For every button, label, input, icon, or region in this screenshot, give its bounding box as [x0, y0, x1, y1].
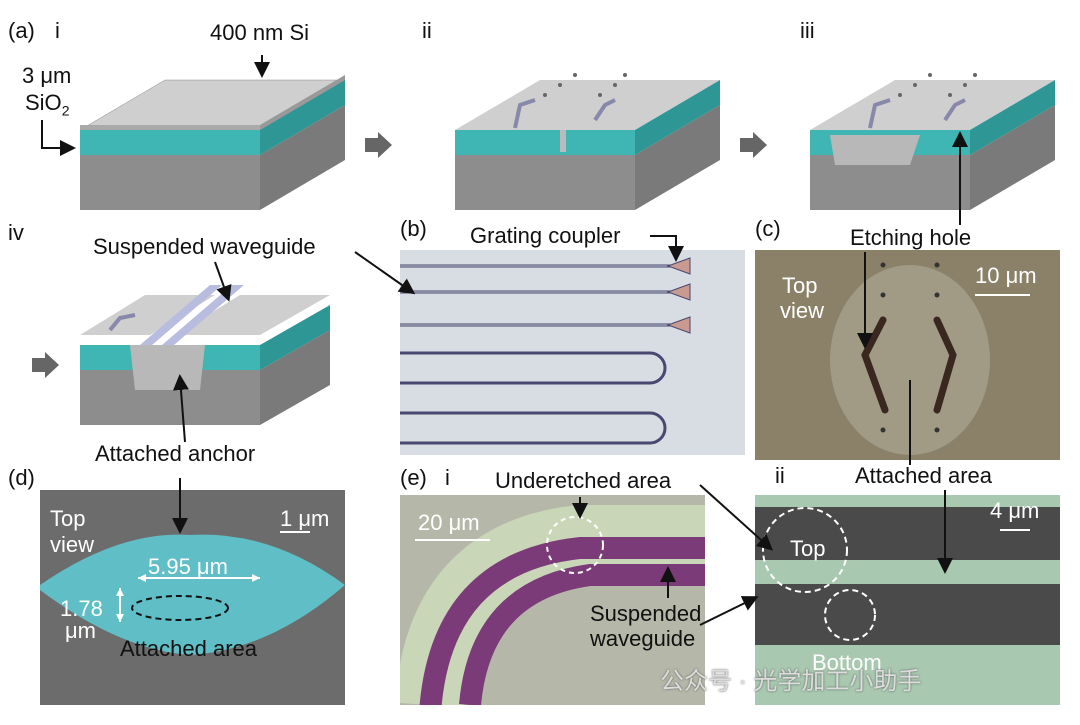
- step-ii: ii: [422, 18, 432, 43]
- panel-c-image: [755, 250, 1060, 460]
- e-i-label: i: [445, 465, 450, 490]
- panel-a-label: (a): [8, 18, 35, 43]
- panel-e-ii-image: [755, 495, 1060, 705]
- panel-b-image: [400, 250, 745, 455]
- block-iv: [80, 285, 330, 425]
- panel-c-label: (c): [755, 216, 781, 241]
- e-waveguide-label: waveguide: [590, 626, 696, 651]
- c-top-label: Top: [782, 273, 818, 298]
- step-iv: iv: [8, 220, 24, 245]
- step-iii: iii: [800, 18, 815, 43]
- panel-e-label: (e): [400, 465, 427, 490]
- process-arrow: [740, 132, 767, 158]
- panel-d-image: [40, 490, 345, 705]
- watermark: 公众号 · 光学加工小助手: [660, 668, 922, 695]
- e-ii-label: ii: [775, 463, 785, 488]
- e-i-scale-label: 20 μm: [418, 510, 480, 535]
- e-ii-scale-label: 4 μm: [990, 498, 1040, 523]
- suspended-waveguide-label: Suspended waveguide: [93, 234, 316, 259]
- d-height-unit: μm: [65, 618, 97, 643]
- etching-hole-label: Etching hole: [850, 225, 972, 250]
- step-i: i: [55, 18, 60, 43]
- block-ii: [455, 73, 720, 210]
- d-view-label: view: [50, 532, 95, 557]
- d-attached-area-label: Attached area: [120, 636, 257, 661]
- attached-anchor-label: Attached anchor: [95, 441, 256, 466]
- e-suspended-label: Suspended: [590, 601, 702, 626]
- d-width-label: 5.95 μm: [148, 554, 228, 579]
- panel-e-i-image: [400, 495, 705, 705]
- e-underetched-label: Underetched area: [495, 468, 672, 493]
- d-top-label: Top: [50, 506, 86, 531]
- e-top-label: Top: [790, 536, 826, 561]
- sio2-thickness: 3 μm: [22, 63, 72, 88]
- c-view-label: view: [780, 298, 825, 323]
- sio2-label: SiO2: [25, 90, 70, 119]
- process-arrow: [365, 132, 392, 158]
- c-attached-area-label: Attached area: [855, 463, 992, 488]
- d-scale-label: 1 μm: [280, 506, 330, 531]
- d-height-label: 1.78: [60, 596, 103, 621]
- c-scale-label: 10 μm: [975, 263, 1037, 288]
- e-bottom-label: Bottom: [812, 650, 882, 675]
- panel-a-schematics: [32, 55, 1055, 443]
- block-iii: [810, 73, 1055, 210]
- process-arrow: [32, 352, 59, 378]
- si-label: 400 nm Si: [210, 20, 310, 45]
- panel-d-label: (d): [8, 465, 35, 490]
- grating-coupler-label: Grating coupler: [470, 223, 621, 248]
- panel-b-label: (b): [400, 216, 427, 241]
- block-i: [79, 75, 346, 210]
